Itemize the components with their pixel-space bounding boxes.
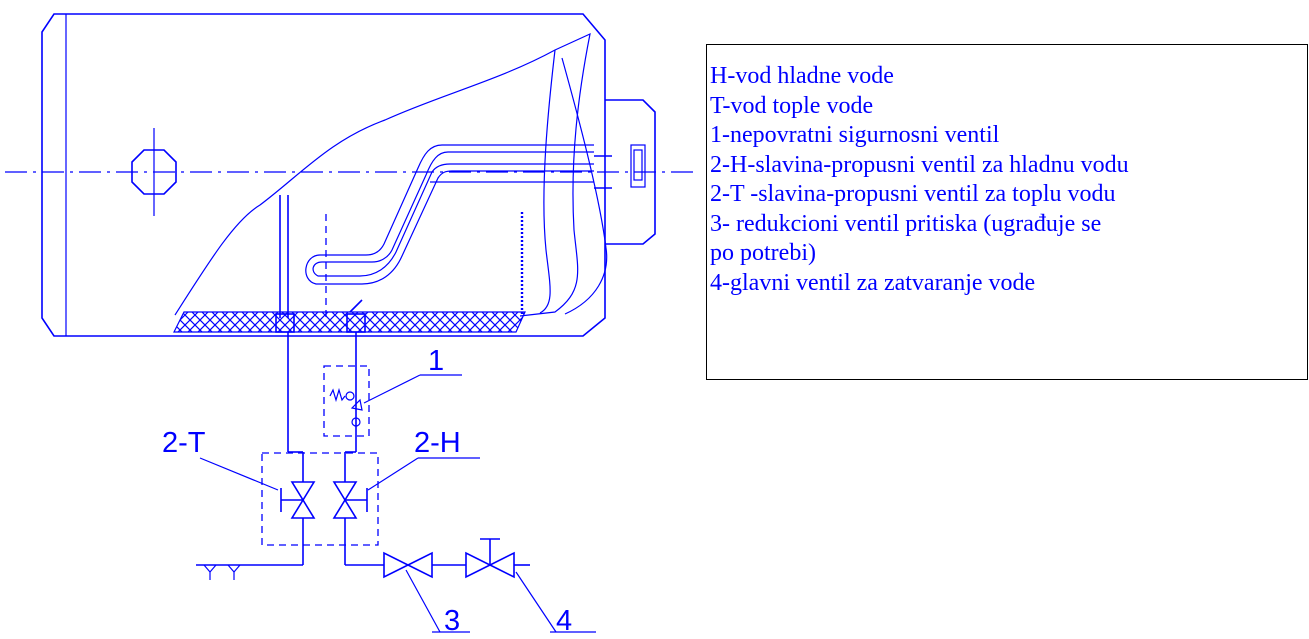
safety-valve-spring [329, 387, 346, 403]
heating-element [312, 151, 594, 277]
hot-valve-body-bottom [290, 498, 316, 519]
pressure-reducer-leader [405, 569, 441, 633]
cutaway-outline [174, 32, 591, 317]
deflector [349, 299, 363, 313]
main-valve-label: 4 [556, 605, 572, 637]
main-valve-leader [515, 571, 557, 633]
legend-item: 1-nepovratni sigurnosni ventil [710, 122, 1000, 148]
legend-item: 2-H-slavina-propusni ventil za hladnu vo… [710, 151, 1129, 178]
thermostat-window [630, 144, 646, 188]
cold-valve-leader [367, 457, 419, 491]
pressure-reducer-right [406, 551, 433, 579]
safety-valve-drain [351, 417, 361, 427]
legend-item: 2-T -slavina-propusni ventil za toplu vo… [710, 181, 1116, 207]
legend-item: 3- redukcioni ventil pritiska (ugrađuje … [710, 210, 1102, 237]
safety-valve-label: 1 [428, 345, 444, 377]
pressure-reducer-left [383, 551, 410, 579]
hot-valve-body-top [290, 481, 316, 502]
legend-item: po potrebi) [710, 240, 816, 266]
legend-item: T-vod tople vode [710, 92, 874, 119]
cutaway-inner-edge [561, 57, 608, 315]
cold-valve-label: 2-H [414, 427, 461, 459]
cold-valve-body-bottom [332, 498, 358, 519]
main-valve-left [465, 551, 492, 579]
cold-valve-body-top [332, 481, 358, 502]
safety-valve-leader [363, 374, 421, 404]
hot-valve-leader [199, 457, 279, 491]
control-box [605, 99, 656, 245]
hot-outlet-fitting [275, 313, 295, 333]
tap-symbol-1 [203, 564, 217, 573]
hot-valve-label: 2-T [162, 427, 206, 459]
boiler-tank [41, 13, 606, 337]
heating-element-inner [305, 144, 594, 285]
safety-valve-ball [345, 391, 355, 401]
mounting-bracket [131, 149, 177, 195]
thermostat-window-inner [633, 149, 643, 181]
safety-valve-check [350, 398, 363, 411]
legend-item: 4-glavni ventil za zatvaranje vode [710, 269, 1036, 296]
tap-symbol-2 [227, 564, 241, 573]
legend-box: H-vod hladne vode T-vod tople vode 1-nep… [706, 44, 1308, 380]
safety-valve-box [323, 365, 370, 437]
legend-item: H-vod hladne vode [710, 63, 894, 89]
main-valve-right [488, 551, 515, 579]
pressure-reducer-label: 3 [444, 605, 460, 637]
insulation-layer [173, 311, 526, 333]
shutoff-valves-box [261, 452, 379, 546]
cutaway-inner-fold [539, 49, 556, 314]
